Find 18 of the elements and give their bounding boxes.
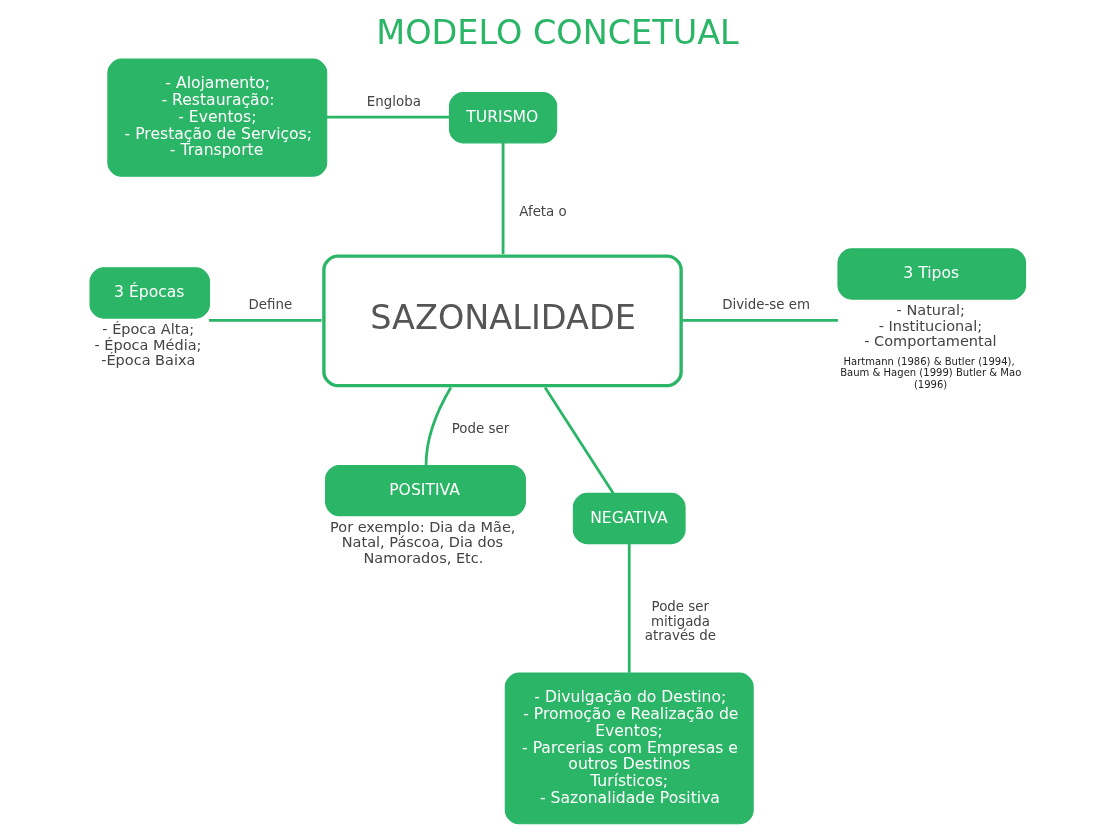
connector bbox=[208, 318, 322, 322]
node-label: - Natural; - Institucional; - Comportamental bbox=[863, 302, 997, 350]
connector bbox=[681, 318, 838, 322]
connector bbox=[543, 386, 614, 494]
edge-label: Afeta o bbox=[518, 204, 567, 220]
connector bbox=[501, 142, 504, 255]
connector bbox=[326, 115, 449, 119]
connector bbox=[424, 386, 452, 465]
node-label: Hartmann (1986) & Butler (1994), Baum & Hagen (1999) Butler & Mao (1996) bbox=[839, 356, 1021, 390]
edge-label: Divide-se em bbox=[721, 297, 810, 313]
node-label: - Época Alta; - Época Média; -Época Baixa bbox=[93, 321, 201, 369]
diagram-title: MODELO CONCETUAL bbox=[375, 13, 739, 53]
edge-label: Define bbox=[248, 297, 292, 313]
edge-label: Engloba bbox=[366, 94, 421, 110]
edge-label: Pode ser mitigada através de bbox=[644, 599, 716, 644]
node-label: Por exemplo: Dia da Mãe, Natal, Páscoa, Dia dos Namorados, Etc. bbox=[329, 518, 515, 567]
edge-label: Pode ser bbox=[451, 420, 509, 436]
connector bbox=[627, 543, 631, 673]
